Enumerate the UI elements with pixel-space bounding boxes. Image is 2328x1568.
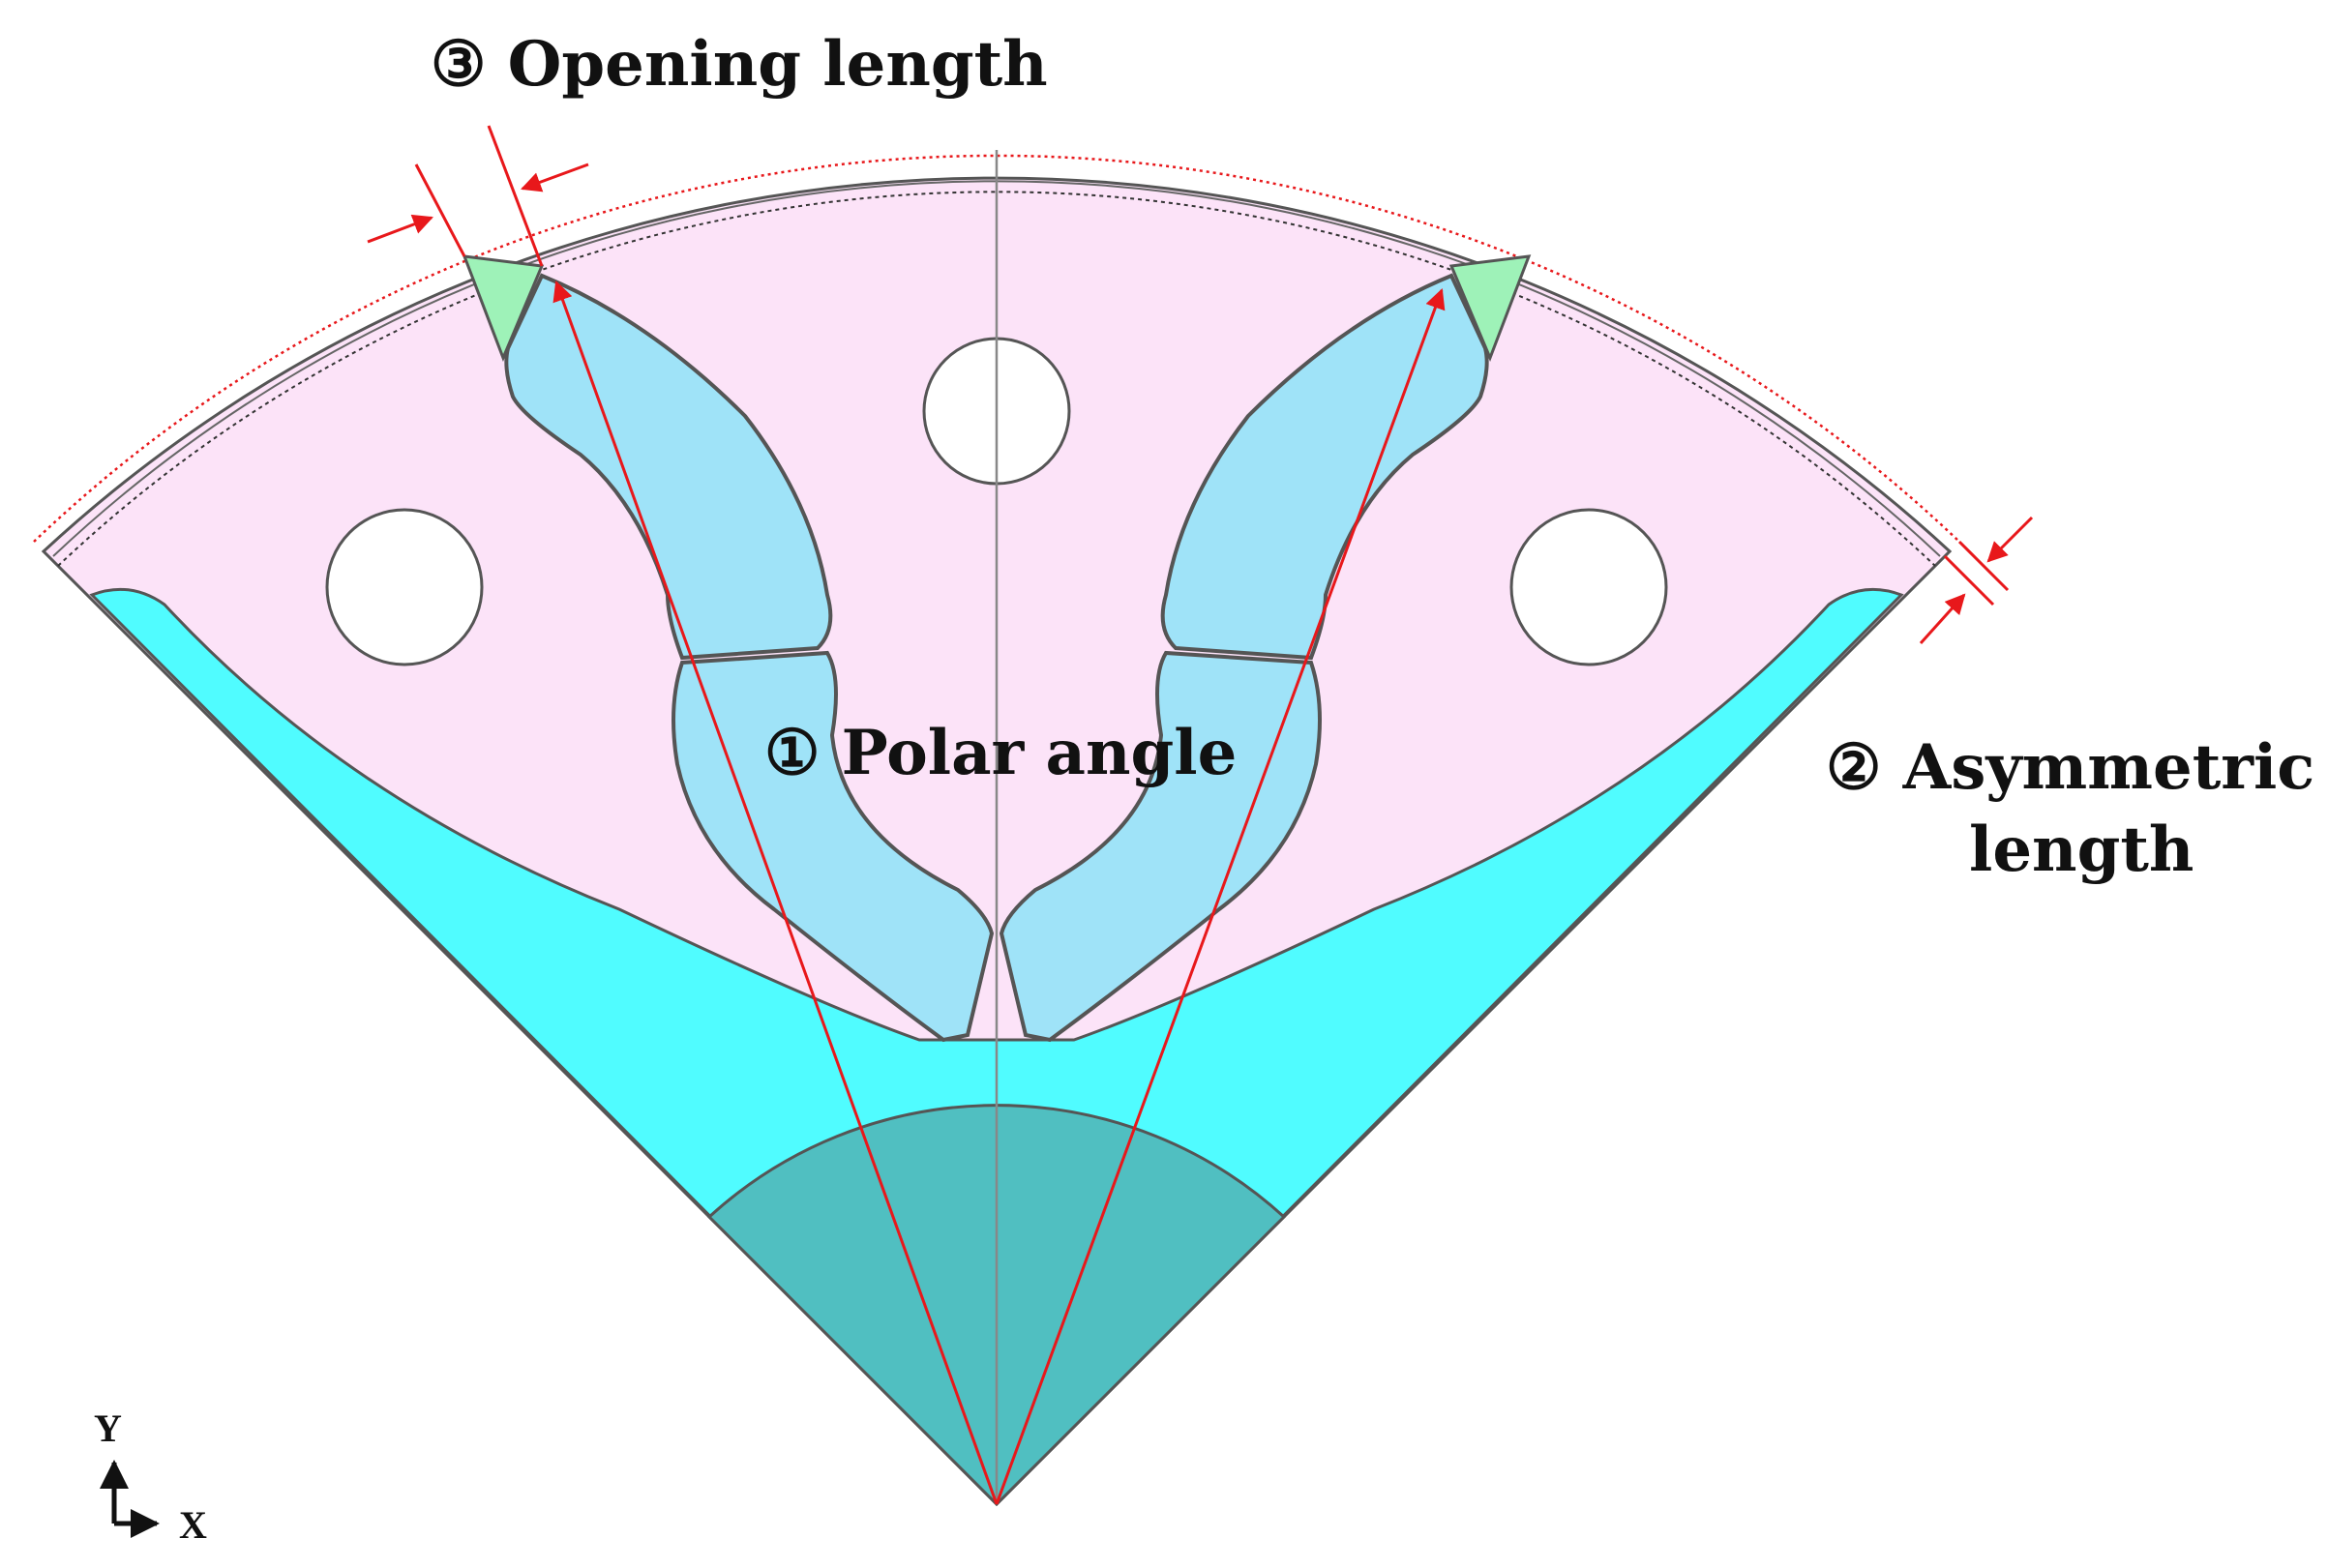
hole-left	[325, 508, 484, 666]
airgap-dotted-arc-red	[33, 154, 1960, 543]
x-axis-label: X	[179, 1503, 207, 1547]
magnet-right-lower	[999, 650, 1322, 1043]
y-axis-label: Y	[94, 1406, 122, 1450]
asymmetric-length-extension-outer	[1957, 540, 2010, 592]
asymmetric-length-arrow-outer	[1986, 516, 2034, 563]
flux-barrier-right	[1448, 254, 1532, 363]
flux-barrier-left	[462, 254, 545, 363]
polar-angle-line-right	[995, 288, 1446, 1505]
asymmetric-length-arrow-inner	[1919, 593, 1966, 645]
opening-length-arrow-left	[367, 214, 433, 244]
xy-axes-icon: Y X	[94, 1406, 207, 1547]
asymmetric-length-extension-inner	[1943, 554, 1995, 606]
polar-angle-label: ① Polar angle	[764, 717, 1237, 789]
opening-length-label: ③ Opening length	[431, 28, 1048, 101]
polar-angle-line-left	[552, 281, 999, 1505]
magnet-right-upper	[1160, 273, 1489, 661]
asymmetric-length-label-line2: length	[1969, 814, 2194, 886]
opening-length-extension-left	[414, 163, 466, 257]
hole-right	[1509, 508, 1668, 666]
opening-length-arrow-right	[521, 163, 589, 192]
asymmetric-length-label-line1: ② Asymmetric	[1826, 731, 2314, 804]
airgap-dotted-arc-black	[57, 191, 1936, 567]
opening-length-extension-right	[487, 125, 544, 267]
magnet-left-lower	[672, 650, 995, 1043]
